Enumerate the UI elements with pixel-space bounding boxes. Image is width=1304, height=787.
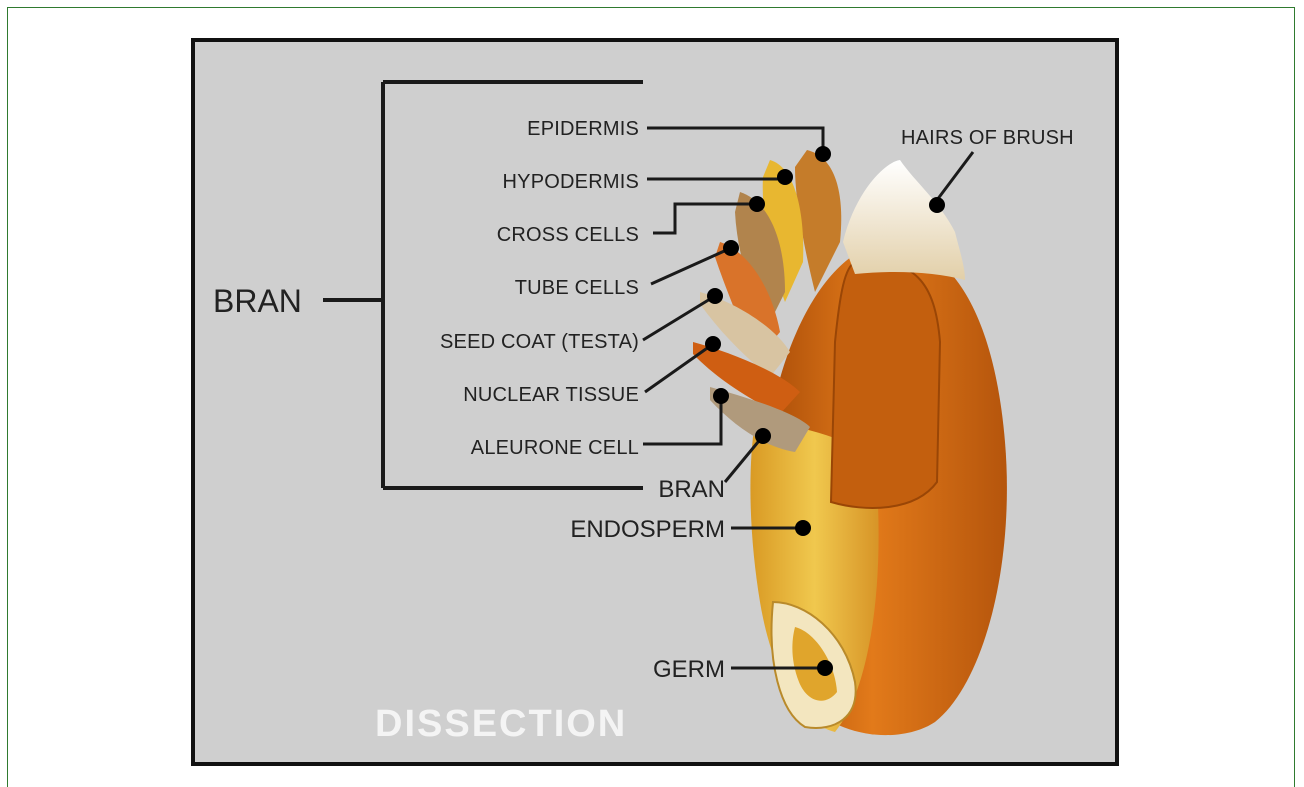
dot-nuclear-tissue xyxy=(705,336,721,352)
label-epidermis: EPIDERMIS xyxy=(527,118,639,140)
wheat-kernel-illustration xyxy=(693,150,1007,735)
leader-epidermis xyxy=(647,128,823,154)
wheat-kernel-diagram: BRAN EPIDERMIS HYPODERMIS CROSS CELLS TU… xyxy=(195,42,1115,762)
leader-aleurone-cell xyxy=(643,396,721,444)
label-germ: GERM xyxy=(653,656,725,683)
label-cross-cells: CROSS CELLS xyxy=(497,224,639,246)
dot-hypodermis xyxy=(777,169,793,185)
dot-aleurone-cell xyxy=(713,388,729,404)
label-seed-coat: SEED COAT (TESTA) xyxy=(440,331,639,353)
diagram-title: DISSECTION xyxy=(375,703,627,745)
dot-tube-cells xyxy=(723,240,739,256)
label-tube-cells: TUBE CELLS xyxy=(515,277,639,299)
label-bran-group: BRAN xyxy=(213,283,302,319)
dot-epidermis xyxy=(815,146,831,162)
dot-endosperm xyxy=(795,520,811,536)
leader-hairs-of-brush xyxy=(937,152,973,200)
leader-nuclear-tissue xyxy=(645,344,713,392)
label-nuclear-tissue: NUCLEAR TISSUE xyxy=(463,384,639,406)
front-husk-panel xyxy=(831,261,940,508)
layer-epidermis xyxy=(795,150,841,292)
diagram-panel: BRAN EPIDERMIS HYPODERMIS CROSS CELLS TU… xyxy=(191,38,1119,766)
label-endosperm: ENDOSPERM xyxy=(570,516,725,543)
label-hairs-of-brush: HAIRS OF BRUSH xyxy=(901,127,1074,149)
label-bran: BRAN xyxy=(658,476,725,503)
label-hypodermis: HYPODERMIS xyxy=(503,171,639,193)
dot-cross-cells xyxy=(749,196,765,212)
dot-bran xyxy=(755,428,771,444)
dot-germ xyxy=(817,660,833,676)
label-aleurone-cell: ALEURONE CELL xyxy=(471,437,639,459)
dot-seed-coat xyxy=(707,288,723,304)
brush-hairs xyxy=(843,160,965,280)
dot-hairs-of-brush xyxy=(929,197,945,213)
leader-seed-coat xyxy=(643,296,715,340)
